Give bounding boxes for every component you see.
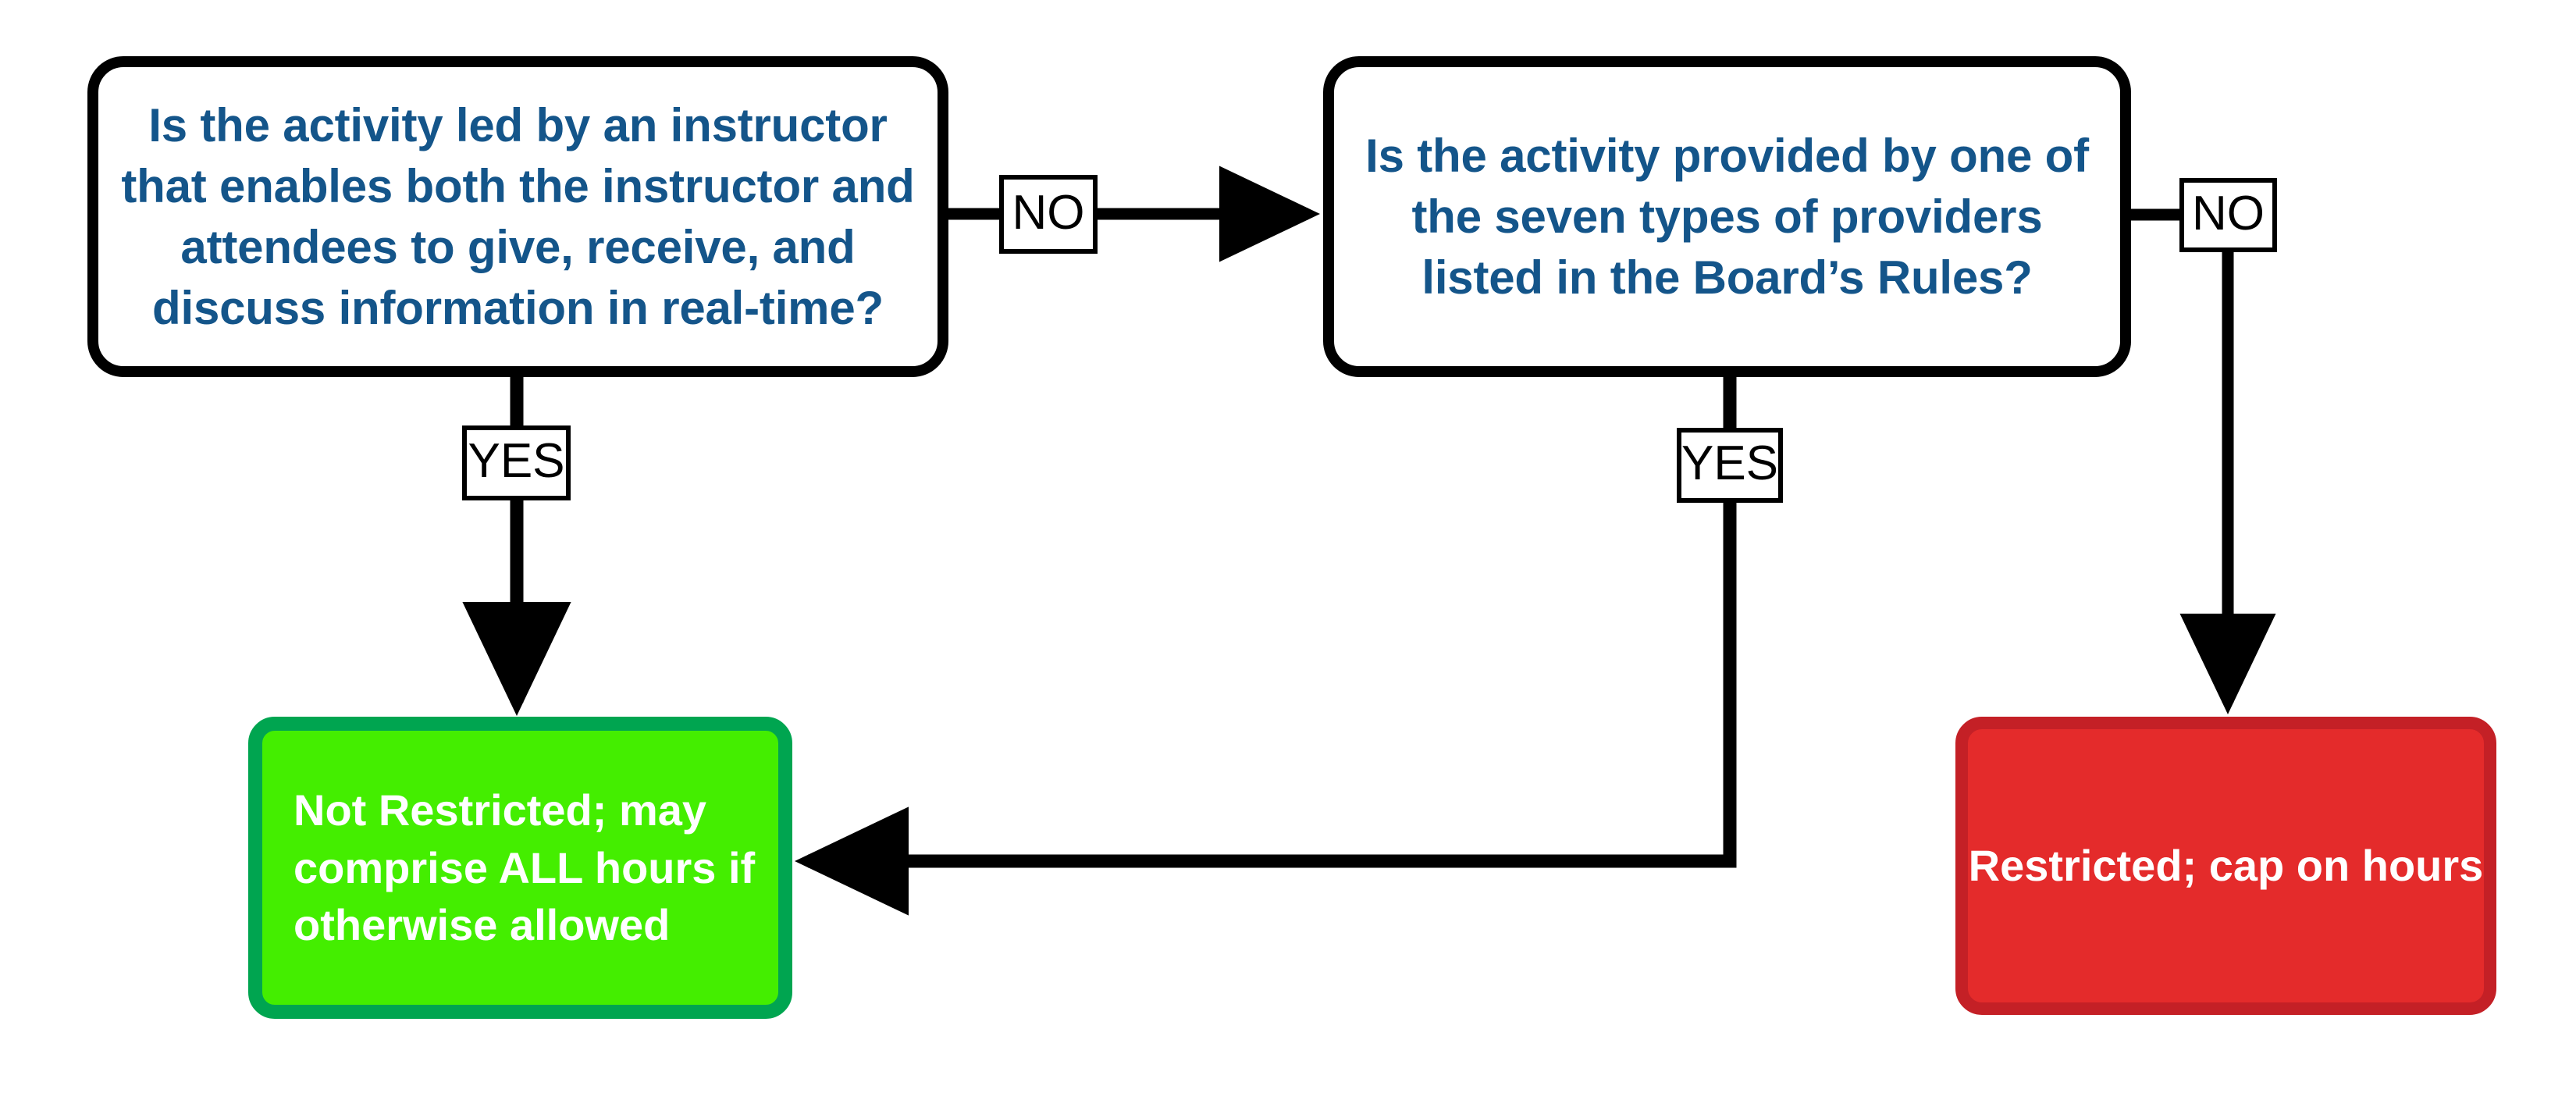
outcome-node-not-restricted-text: Not Restricted; may comprise ALL hours i… — [294, 785, 756, 950]
decision-node-provider-type[interactable]: Is the activity provided by one of the s… — [1323, 56, 2131, 377]
outcome-node-restricted-text: Restricted; cap on hours — [1968, 841, 2484, 891]
edge-label-q2-no-text: NO — [2192, 186, 2265, 240]
edge-q2-no — [2126, 208, 2276, 715]
edge-label-q2-no: NO — [2179, 178, 2277, 252]
outcome-node-restricted[interactable]: Restricted; cap on hours — [1955, 717, 2496, 1015]
edge-q2-yes — [794, 367, 1737, 916]
edge-label-q2-yes: YES — [1677, 428, 1783, 503]
edge-label-q1-no-text: NO — [1012, 185, 1085, 240]
edge-label-q1-yes: YES — [462, 425, 571, 500]
decision-node-provider-type-text: Is the activity provided by one of the s… — [1365, 129, 2089, 304]
outcome-node-not-restricted[interactable]: Not Restricted; may comprise ALL hours i… — [248, 717, 792, 1019]
edge-label-q1-yes-text: YES — [468, 434, 565, 488]
edge-label-q1-no: NO — [999, 175, 1098, 254]
decision-node-instructor-led-text: Is the activity led by an instructor tha… — [121, 98, 915, 334]
decision-node-instructor-led[interactable]: Is the activity led by an instructor tha… — [87, 56, 948, 377]
edge-label-q2-yes-text: YES — [1681, 436, 1779, 490]
